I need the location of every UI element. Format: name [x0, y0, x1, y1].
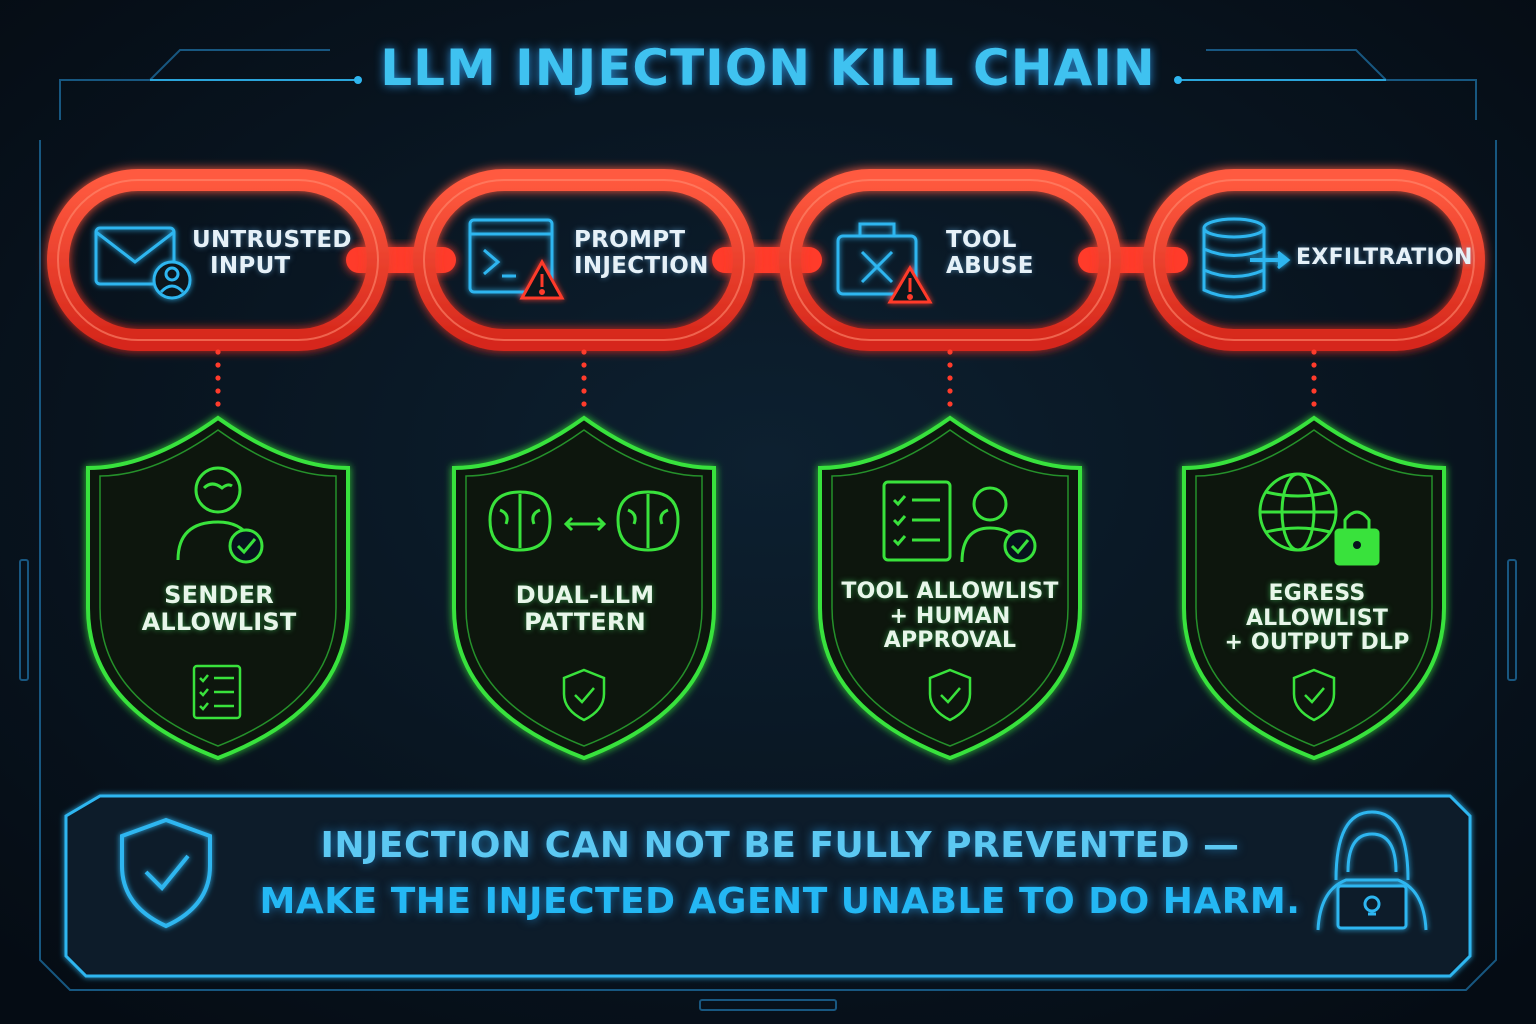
chain-connector	[346, 247, 456, 273]
chain-link-highlight	[1153, 179, 1475, 341]
defense-shield-inner	[465, 429, 703, 747]
terminal-warning-icon	[468, 218, 565, 300]
defense-shield-inner	[99, 429, 337, 747]
dotted-connector-dot	[215, 388, 221, 394]
dotted-connector-dot	[947, 362, 953, 368]
database-arrow-icon	[1202, 217, 1291, 299]
shield-check-mark	[940, 687, 961, 704]
shield-check-icon	[928, 668, 972, 722]
banner-line-1: INJECTION CAN NOT BE FULLY PREVENTED —	[320, 825, 1240, 866]
dotted-connector-dot	[215, 362, 221, 368]
dotted-connector-dot	[1311, 362, 1317, 368]
chain-label-prompt-injection: PROMPT INJECTION	[574, 227, 709, 279]
chain-links	[47, 169, 1485, 351]
dotted-connector-dot	[215, 349, 221, 355]
chain-link-highlight	[789, 179, 1111, 341]
banner-box	[64, 794, 1472, 978]
shield-check-icon	[562, 668, 1336, 722]
dotted-connector-dot	[581, 362, 587, 368]
hooded-hacker-icon	[1316, 810, 1428, 931]
dotted-connector-dot	[947, 375, 953, 381]
dotted-connector-dot	[215, 401, 221, 407]
chain-link-highlight	[57, 179, 379, 341]
dotted-connectors	[215, 349, 1317, 407]
shield-label-dual-llm: DUAL-LLM PATTERN	[515, 581, 655, 636]
page-title: LLM INJECTION KILL CHAIN	[380, 39, 1156, 97]
user-check-icon	[176, 466, 264, 564]
dotted-connector-dot	[581, 401, 587, 407]
defense-shield	[1182, 415, 1446, 761]
chain-label-untrusted-input: UNTRUSTED INPUT	[192, 227, 352, 279]
dotted-connector-dot	[215, 375, 221, 381]
checklist-user-icon	[882, 480, 1037, 563]
dotted-connector-dot	[581, 349, 587, 355]
chain-connector	[712, 247, 822, 273]
checklist-icon	[192, 664, 242, 720]
chain-label-tool-abuse: TOOL ABUSE	[946, 227, 1034, 279]
dotted-connector-dot	[1311, 388, 1317, 394]
chain-connector	[1078, 247, 1188, 273]
shield-label-egress-allowlist: EGRESS ALLOWLIST + OUTPUT DLP	[1224, 581, 1410, 656]
chain-label-exfiltration: EXFILTRATION	[1296, 245, 1473, 270]
outer-frame	[19, 49, 1517, 1011]
dotted-connector-dot	[1311, 401, 1317, 407]
dotted-connector-dot	[947, 349, 953, 355]
defense-shield-inner	[1195, 429, 1433, 747]
shield-check-icon	[562, 668, 606, 722]
dotted-connector-dot	[947, 388, 953, 394]
banner-line-2: MAKE THE INJECTED AGENT UNABLE TO DO HAR…	[259, 881, 1301, 922]
envelope-user-icon	[94, 226, 192, 300]
toolbox-warning-icon	[836, 222, 933, 304]
shield-label-tool-allowlist: TOOL ALLOWLIST + HUMAN APPROVAL	[841, 579, 1059, 654]
two-brains-icon	[488, 490, 680, 552]
defense-shield	[86, 415, 350, 761]
shield-check-mark	[574, 687, 595, 704]
dotted-connector-dot	[581, 388, 587, 394]
shield-check-mark	[1304, 687, 1325, 704]
banner-shield-icon	[120, 817, 212, 929]
chain-link-highlight	[423, 179, 745, 341]
dotted-connector-dot	[581, 375, 587, 381]
shield-label-sender-allowlist: SENDER ALLOWLIST	[141, 581, 297, 636]
dotted-connector-dot	[947, 401, 953, 407]
shield-check-icon	[1292, 668, 1336, 722]
globe-lock-icon	[1258, 472, 1380, 566]
dotted-connector-dot	[1311, 349, 1317, 355]
dotted-connector-dot	[1311, 375, 1317, 381]
defense-shield-inner	[831, 429, 1069, 747]
